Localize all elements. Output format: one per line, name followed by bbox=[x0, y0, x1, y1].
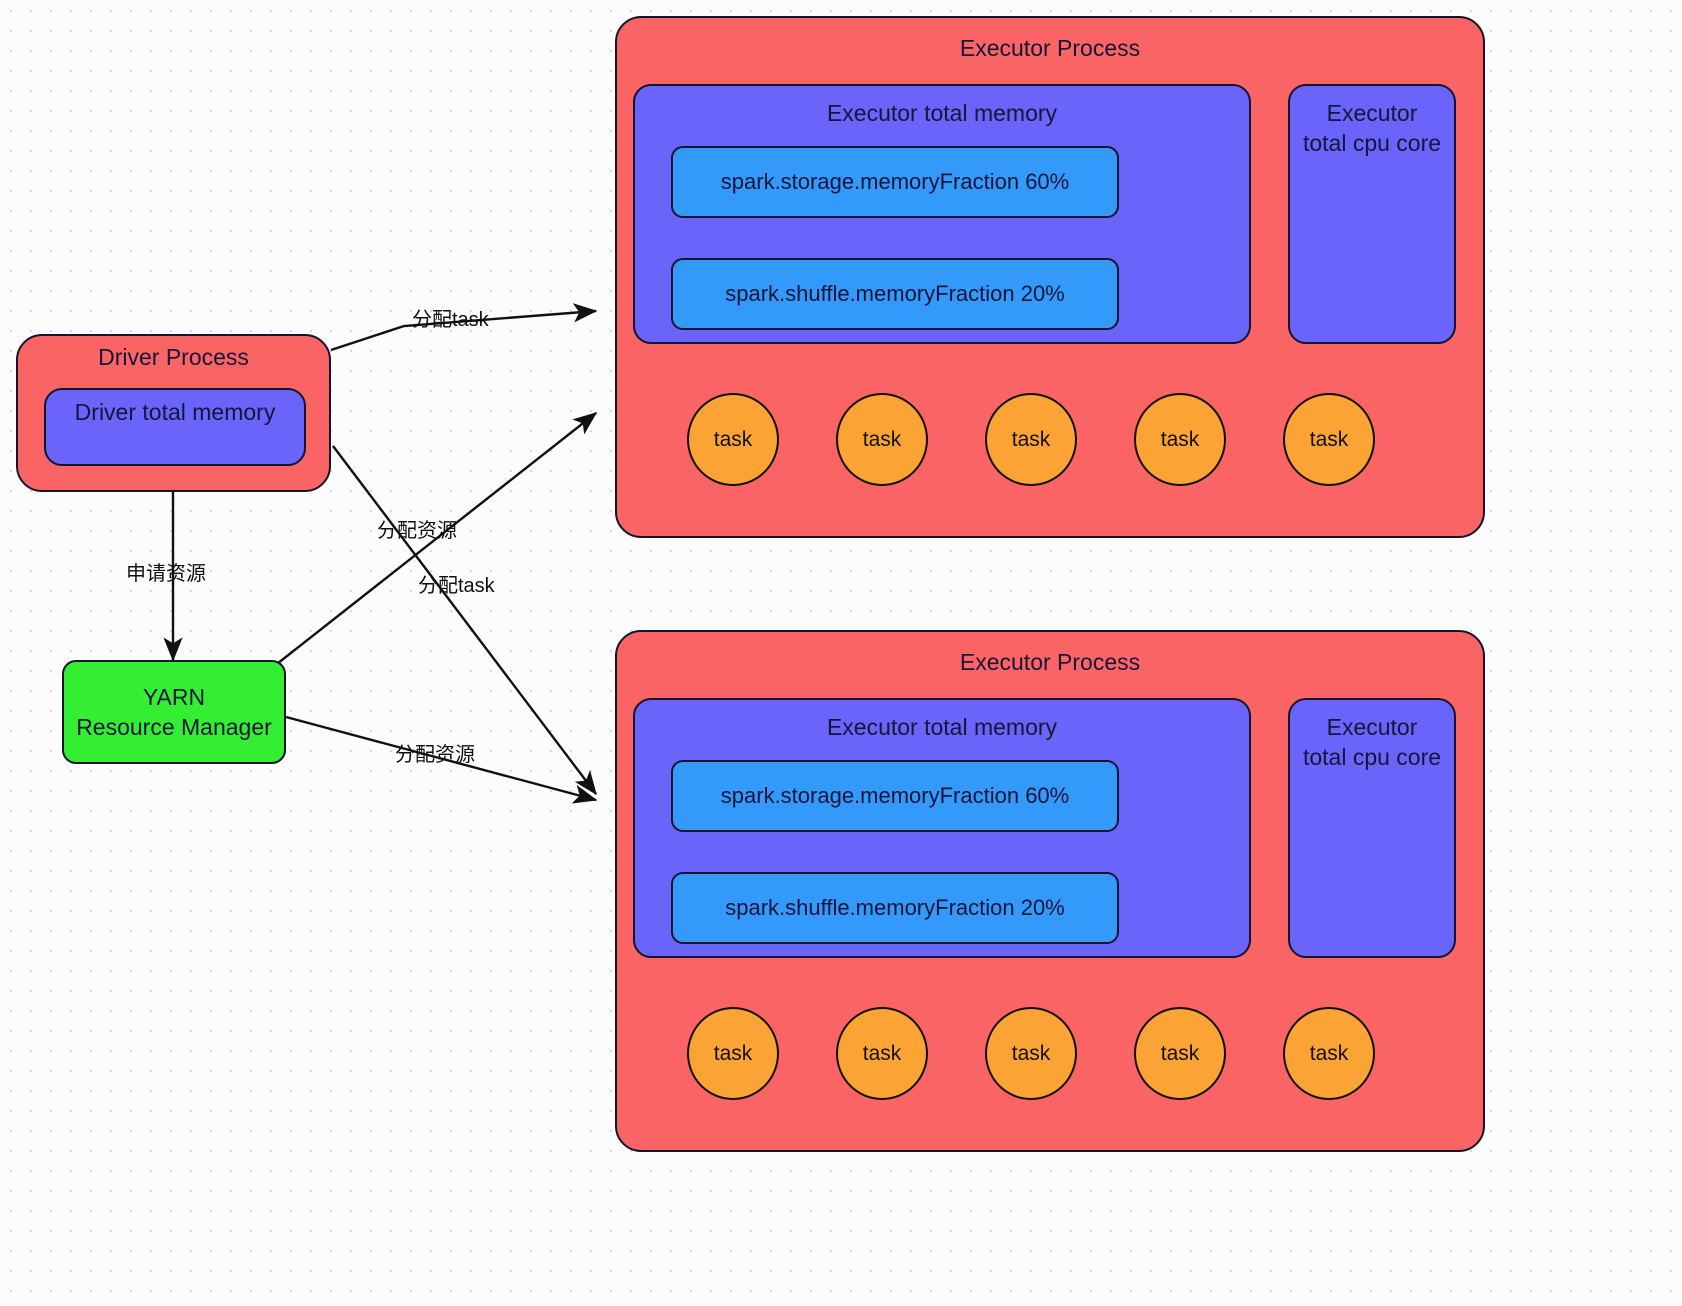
task-label: task bbox=[862, 1041, 902, 1065]
task-circle[interactable]: task bbox=[687, 393, 779, 486]
task-label: task bbox=[1309, 427, 1349, 451]
task-label: task bbox=[1011, 1041, 1051, 1065]
driver-process-title: Driver Process bbox=[98, 344, 249, 370]
task-circle[interactable]: task bbox=[836, 393, 928, 486]
driver-total-memory-node[interactable]: Driver total memory bbox=[44, 388, 306, 466]
executor-1-shuffle-fraction-label: spark.shuffle.memoryFraction 20% bbox=[725, 281, 1065, 306]
executor-2-total-memory-node[interactable]: Executor total memory spark.storage.memo… bbox=[633, 698, 1251, 958]
task-circle[interactable]: task bbox=[687, 1007, 779, 1100]
executor-2-shuffle-fraction-node[interactable]: spark.shuffle.memoryFraction 20% bbox=[671, 872, 1119, 944]
executor-2-total-memory-title: Executor total memory bbox=[826, 714, 1058, 740]
task-label: task bbox=[713, 427, 753, 451]
executor-2-cpu-core-node[interactable]: Executor total cpu core bbox=[1288, 698, 1456, 958]
task-circle[interactable]: task bbox=[1283, 393, 1375, 486]
driver-process-node[interactable]: Driver Process Driver total memory bbox=[16, 334, 331, 492]
edge-label-driver-to-exec2-task: 分配task bbox=[418, 575, 495, 597]
yarn-resource-manager-label: YARN Resource Manager bbox=[76, 684, 272, 740]
executor-1-cpu-core-title: Executor total cpu core bbox=[1302, 100, 1442, 156]
task-label: task bbox=[713, 1041, 753, 1065]
executor-process-2-title: Executor Process bbox=[959, 649, 1141, 675]
executor-1-shuffle-fraction-node[interactable]: spark.shuffle.memoryFraction 20% bbox=[671, 258, 1119, 330]
executor-process-2-node[interactable]: Executor Process Executor total memory s… bbox=[615, 630, 1485, 1152]
edge-label-yarn-to-exec1: 分配资源 bbox=[377, 520, 457, 542]
executor-1-storage-fraction-label: spark.storage.memoryFraction 60% bbox=[720, 169, 1070, 194]
executor-process-1-node[interactable]: Executor Process Executor total memory s… bbox=[615, 16, 1485, 538]
task-circle[interactable]: task bbox=[985, 393, 1077, 486]
executor-1-total-memory-node[interactable]: Executor total memory spark.storage.memo… bbox=[633, 84, 1251, 344]
task-label: task bbox=[862, 427, 902, 451]
edge-driver-to-exec2-task bbox=[332, 445, 597, 796]
executor-2-cpu-core-title: Executor total cpu core bbox=[1302, 714, 1442, 770]
yarn-resource-manager-node[interactable]: YARN Resource Manager bbox=[62, 660, 286, 764]
executor-2-storage-fraction-node[interactable]: spark.storage.memoryFraction 60% bbox=[671, 760, 1119, 832]
executor-1-storage-fraction-node[interactable]: spark.storage.memoryFraction 60% bbox=[671, 146, 1119, 218]
edge-label-yarn-to-exec2: 分配资源 bbox=[395, 744, 475, 766]
task-label: task bbox=[1011, 427, 1051, 451]
executor-2-storage-fraction-label: spark.storage.memoryFraction 60% bbox=[720, 783, 1070, 808]
executor-2-shuffle-fraction-label: spark.shuffle.memoryFraction 20% bbox=[725, 895, 1065, 920]
executor-1-cpu-core-node[interactable]: Executor total cpu core bbox=[1288, 84, 1456, 344]
task-circle[interactable]: task bbox=[1283, 1007, 1375, 1100]
task-circle[interactable]: task bbox=[1134, 393, 1226, 486]
edge-label-driver-to-exec1-task: 分配task bbox=[412, 309, 489, 331]
task-label: task bbox=[1160, 427, 1200, 451]
executor-process-1-title: Executor Process bbox=[959, 35, 1141, 61]
task-circle[interactable]: task bbox=[1134, 1007, 1226, 1100]
task-label: task bbox=[1160, 1041, 1200, 1065]
driver-total-memory-label: Driver total memory bbox=[74, 399, 276, 425]
task-label: task bbox=[1309, 1041, 1349, 1065]
edge-label-driver-to-yarn: 申请资源 bbox=[126, 563, 206, 585]
executor-1-total-memory-title: Executor total memory bbox=[826, 100, 1058, 126]
task-circle[interactable]: task bbox=[985, 1007, 1077, 1100]
task-circle[interactable]: task bbox=[836, 1007, 928, 1100]
